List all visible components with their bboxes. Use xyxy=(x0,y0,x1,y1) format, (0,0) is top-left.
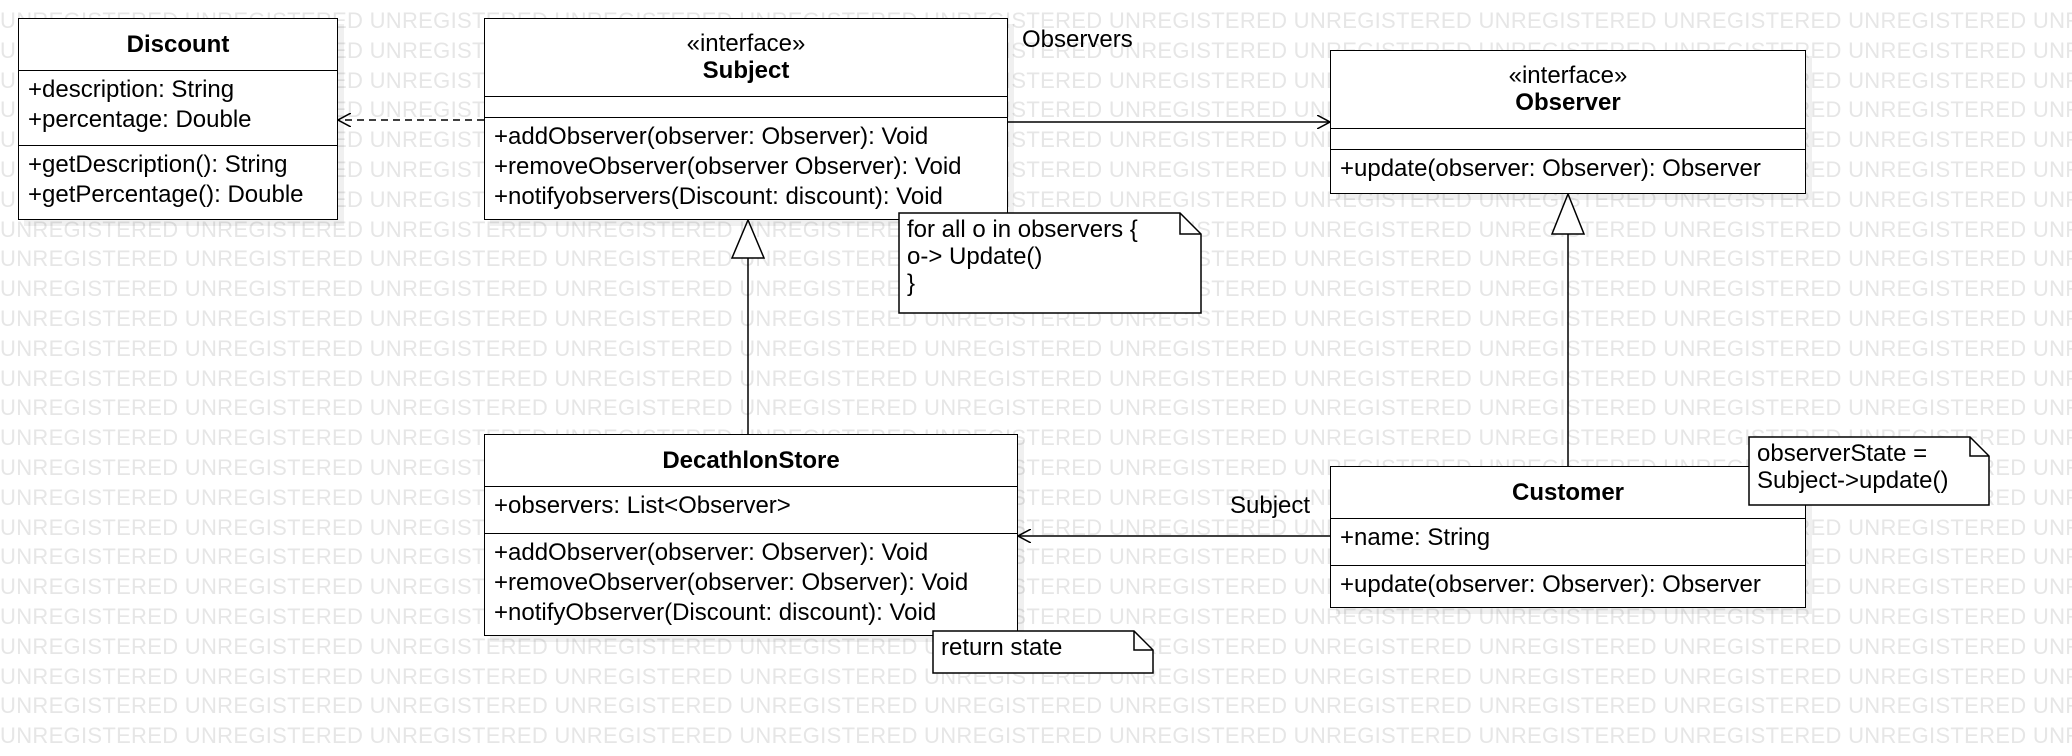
attributes-compartment: +description: String +percentage: Double xyxy=(19,71,337,145)
note-text: for all o in observers { o-> Update() } xyxy=(907,216,1138,297)
realization-arrowhead-observer xyxy=(1550,191,1586,235)
operations-compartment: +update(observer: Observer): Observer xyxy=(1331,149,1805,188)
attribute: +observers: List<Observer> xyxy=(494,492,791,519)
operation: +addObserver(observer: Observer): Void xyxy=(494,539,929,566)
class-customer[interactable]: Customer +name: String +update(observer:… xyxy=(1330,466,1806,608)
operation: +removeObserver(observer: Observer): Voi… xyxy=(494,569,969,596)
interface-observer[interactable]: «interface» Observer +update(observer: O… xyxy=(1330,50,1806,194)
operation: +getPercentage(): Double xyxy=(28,181,304,208)
class-discount-header: Discount xyxy=(19,19,337,71)
operation: +addObserver(observer: Observer): Void xyxy=(494,123,929,150)
operation: +removeObserver(observer Observer): Void xyxy=(494,153,962,180)
role-label-subject: Subject xyxy=(1230,492,1311,519)
class-name: Observer xyxy=(1515,88,1621,116)
operations-compartment: +addObserver(observer: Observer): Void +… xyxy=(485,533,1017,632)
operation: +update(observer: Observer): Observer xyxy=(1340,571,1761,598)
operations-compartment: +addObserver(observer: Observer): Void +… xyxy=(485,117,1007,216)
attributes-compartment xyxy=(1331,129,1805,149)
note-observer-state[interactable]: observerState = Subject->update() xyxy=(1748,436,1990,506)
stereotype: «interface» xyxy=(686,29,806,57)
attribute: +description: String xyxy=(28,76,235,103)
interface-subject[interactable]: «interface» Subject +addObserver(observe… xyxy=(484,18,1008,220)
note-return-state[interactable]: return state xyxy=(932,630,1154,674)
realization-arrowhead-subject xyxy=(730,218,766,259)
operation: +notifyObserver(Discount: discount): Voi… xyxy=(494,599,937,626)
class-name: Discount xyxy=(126,30,230,58)
operation: +notifyobservers(Discount: discount): Vo… xyxy=(494,183,943,210)
attributes-compartment: +name: String xyxy=(1331,519,1805,565)
note-text: observerState = Subject->update() xyxy=(1757,440,1948,494)
interface-observer-header: «interface» Observer xyxy=(1331,51,1805,129)
attributes-compartment: +observers: List<Observer> xyxy=(485,487,1017,533)
note-line: observerState = xyxy=(1757,440,1928,467)
note-shape xyxy=(932,630,1154,674)
note-shape xyxy=(1748,436,1990,506)
role-label-observers: Observers xyxy=(1022,26,1133,53)
attribute: +name: String xyxy=(1340,524,1491,551)
attribute: +percentage: Double xyxy=(28,106,252,133)
note-line: } xyxy=(907,270,916,297)
note-line: return state xyxy=(941,634,1063,661)
note-line: Subject->update() xyxy=(1757,467,1949,494)
class-name: Subject xyxy=(702,56,790,84)
note-text: return state xyxy=(941,634,1062,661)
attributes-compartment xyxy=(485,97,1007,117)
class-discount[interactable]: Discount +description: String +percentag… xyxy=(18,18,338,220)
interface-subject-header: «interface» Subject xyxy=(485,19,1007,97)
stereotype: «interface» xyxy=(1508,61,1628,89)
operation: +update(observer: Observer): Observer xyxy=(1340,155,1761,182)
note-line: o-> Update() xyxy=(907,243,1043,270)
class-name: DecathlonStore xyxy=(662,446,840,474)
operations-compartment: +getDescription(): String +getPercentage… xyxy=(19,145,337,214)
note-shape xyxy=(898,212,1202,314)
class-name: Customer xyxy=(1511,478,1625,506)
note-notify-observers[interactable]: for all o in observers { o-> Update() } xyxy=(898,212,1202,314)
class-decathlon-header: DecathlonStore xyxy=(485,435,1017,487)
class-customer-header: Customer xyxy=(1331,467,1805,519)
operation: +getDescription(): String xyxy=(28,151,288,178)
note-line: for all o in observers { xyxy=(907,216,1138,243)
operations-compartment: +update(observer: Observer): Observer xyxy=(1331,565,1805,604)
class-decathlon-store[interactable]: DecathlonStore +observers: List<Observer… xyxy=(484,434,1018,636)
